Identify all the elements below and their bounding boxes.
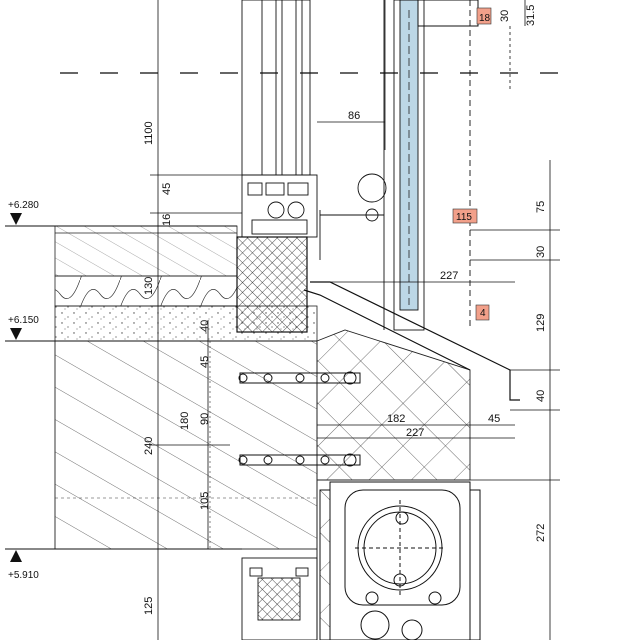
dimension-labels: 1100 45 16 130 40 45 180 90 240 105 125 … (143, 5, 547, 615)
window-frame (241, 0, 318, 238)
dim-125: 125 (143, 597, 155, 615)
dim-129: 129 (535, 314, 547, 332)
level-marker-lower: +5.910 (5, 548, 242, 581)
dim-227-top: 227 (440, 270, 458, 282)
dim-45-mid: 45 (199, 356, 211, 368)
floor-insulation-layer (54, 275, 238, 307)
dim-75: 75 (535, 201, 547, 213)
glazing-profile (383, 0, 479, 331)
dim-240: 240 (143, 437, 155, 455)
sill-insulation-block (236, 236, 308, 333)
svg-text:115: 115 (456, 212, 472, 223)
tag-18: 18 (476, 7, 492, 25)
anchor-bolts (238, 371, 361, 467)
svg-text:+6.280: +6.280 (8, 200, 39, 211)
window-anchor-bracket (319, 173, 387, 260)
dim-272: 272 (535, 524, 547, 542)
level-marker-middle: +6.150 (5, 315, 317, 342)
dim-90: 90 (199, 413, 211, 425)
dim-31-5: 31.5 (525, 5, 537, 26)
dim-105: 105 (199, 492, 211, 510)
dim-86: 86 (348, 110, 360, 122)
dim-182: 182 (387, 413, 405, 425)
svg-text:+6.150: +6.150 (8, 315, 39, 326)
facade-lines (384, 0, 511, 150)
dim-130: 130 (143, 277, 155, 295)
floor-screed-layer (54, 225, 238, 277)
dim-1100: 1100 (143, 121, 155, 145)
tag-4: 4 (475, 304, 490, 321)
dim-16: 16 (161, 214, 173, 226)
dim-45-top: 45 (161, 183, 173, 195)
right-dimension-chain (470, 0, 560, 640)
dim-180: 180 (179, 412, 191, 430)
left-dimension-chain (150, 0, 242, 640)
level-marker-upper: +6.280 (5, 200, 237, 227)
horizontal-dimensions (317, 121, 515, 439)
dim-227-low: 227 (406, 427, 424, 439)
dim-30-mid: 30 (535, 246, 547, 258)
svg-text:4: 4 (480, 308, 486, 319)
dim-40-left: 40 (199, 320, 211, 332)
svg-text:18: 18 (479, 13, 491, 24)
dim-45-right: 45 (488, 413, 500, 425)
dim-30-top: 30 (499, 10, 511, 22)
tag-115: 115 (452, 208, 478, 224)
svg-text:+5.910: +5.910 (8, 570, 39, 581)
dim-40-right: 40 (535, 390, 547, 402)
external-insulation (316, 329, 471, 640)
roller-shutter-box (319, 481, 481, 640)
lower-window-frame (241, 557, 318, 640)
